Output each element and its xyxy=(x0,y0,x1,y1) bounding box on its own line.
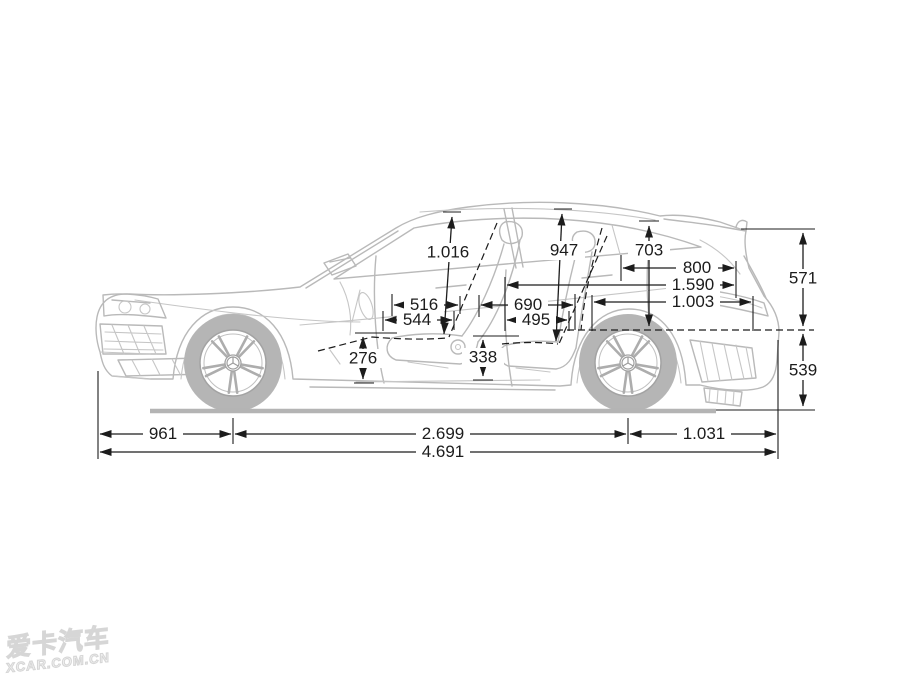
roof-inner-line xyxy=(419,207,656,221)
front-door-handle xyxy=(435,284,467,289)
front-grille xyxy=(99,323,167,355)
label-front-headroom: 1.016 xyxy=(427,243,470,262)
label-load-mid: 1.590 xyxy=(672,275,715,294)
tailgate-edge xyxy=(743,255,767,299)
reference-dashed-lines xyxy=(317,222,814,352)
label-rear-headroom: 947 xyxy=(550,241,578,260)
rear-door-handle xyxy=(581,274,613,279)
rear-wheel xyxy=(577,312,679,414)
car-body-outline xyxy=(95,201,780,391)
label-rear-seat-upper: 690 xyxy=(514,295,542,314)
sill-trim xyxy=(309,386,556,391)
b-pillar xyxy=(503,207,524,269)
rear-backrest-ref-line xyxy=(557,235,608,347)
quarter-window-divider xyxy=(611,224,621,255)
rear-cushion-ref-line xyxy=(501,341,559,345)
label-front-seat-lower: 544 xyxy=(403,310,431,329)
bumper-top-edge xyxy=(99,351,151,380)
dimension-labels: 1.016 947 703 571 539 276 338 516 544 69… xyxy=(149,241,817,462)
label-tail-upper: 571 xyxy=(789,269,817,288)
front-cushion-ref-line xyxy=(371,336,447,340)
label-load-lower: 1.003 xyxy=(672,292,715,311)
headlight-projector-outer xyxy=(118,300,132,314)
label-wheelbase: 2.699 xyxy=(422,424,465,443)
label-parcel-height: 703 xyxy=(635,241,663,260)
label-front-seat-height: 276 xyxy=(349,349,377,368)
dim-line-front-headroom xyxy=(440,216,456,335)
rear-glass-line xyxy=(699,239,741,275)
label-front-overhang: 961 xyxy=(149,424,177,443)
label-overall-length: 4.691 xyxy=(422,442,465,461)
rear-spoiler xyxy=(663,218,748,232)
rear-bumper-vent xyxy=(689,339,757,383)
label-load-upper: 800 xyxy=(683,258,711,277)
headlight xyxy=(102,293,167,319)
tailgate-opening-ref-line xyxy=(580,227,603,331)
front-door-shutline xyxy=(373,255,385,384)
label-rear-overhang: 1.031 xyxy=(683,424,726,443)
headlight-projector-inner xyxy=(139,303,151,315)
label-rear-seat-height: 338 xyxy=(469,348,497,367)
exhaust-tips xyxy=(703,387,743,407)
mirror-icon xyxy=(323,253,357,276)
interior-dashboard-steering xyxy=(329,281,541,383)
label-front-seat-upper: 516 xyxy=(410,295,438,314)
dimension-label-backgrounds xyxy=(143,241,825,461)
rear-door-shutline xyxy=(504,269,513,387)
label-rear-seat-lower: 495 xyxy=(522,310,550,329)
front-wheel xyxy=(182,312,284,414)
front-backrest-ref-line xyxy=(448,222,498,338)
label-tail-lower: 539 xyxy=(789,361,817,380)
